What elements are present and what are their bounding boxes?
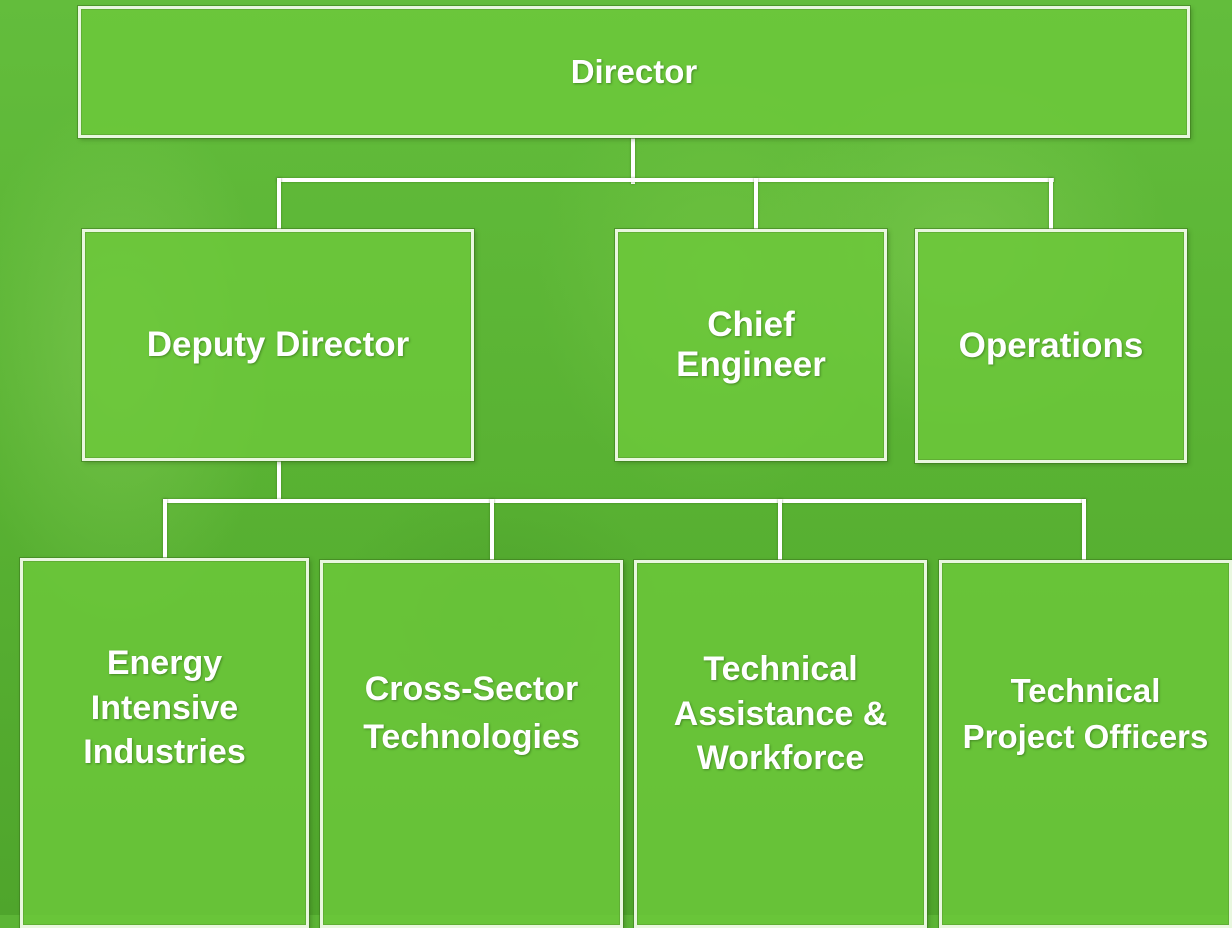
director-label: Director: [570, 53, 698, 91]
chief-engineer-label-line1: Chief: [707, 304, 795, 344]
division-box-energy-intensive-industries: Energy Intensive Industries: [19, 557, 310, 928]
division-1-label-line2: Intensive: [90, 688, 239, 727]
chief-engineer-label-line2: Engineer: [676, 345, 826, 384]
division-2-label-line2: Technologies: [363, 718, 580, 756]
division-1-label-line3: Industries: [83, 733, 246, 772]
connector-deputy-up: [277, 178, 281, 230]
division-box-technical-project-officers: Technical Project Officers: [938, 559, 1232, 928]
division-3-label-line1: Technical: [703, 649, 858, 688]
chief-engineer-box: Chief Engineer: [614, 228, 888, 462]
connector-division1-up: [163, 499, 167, 559]
connector-level1-horizontal: [277, 178, 1054, 182]
division-2-label-line1: Cross-Sector: [364, 670, 579, 709]
division-4-label-line1: Technical: [1010, 671, 1161, 709]
connector-director-down: [631, 136, 635, 184]
division-box-cross-sector-technologies: Cross-Sector Technologies: [319, 559, 624, 928]
operations-label: Operations: [958, 325, 1144, 365]
division-1-label-line1: Energy: [106, 643, 223, 682]
connector-division3-up: [778, 499, 782, 561]
division-3-label-line3: Workforce: [696, 739, 865, 778]
connector-operations-up: [1049, 178, 1053, 230]
connector-division4-up: [1082, 499, 1086, 561]
operations-box: Operations: [914, 228, 1188, 464]
division-box-technical-assistance-workforce: Technical Assistance & Workforce: [633, 559, 928, 928]
director-box: Director: [77, 5, 1191, 139]
connector-division2-up: [490, 499, 494, 561]
deputy-director-box: Deputy Director: [81, 228, 475, 462]
connector-deputy-down: [277, 459, 281, 501]
connector-chief-up: [754, 178, 758, 230]
division-3-label-line2: Assistance &: [673, 694, 888, 733]
deputy-director-label: Deputy Director: [146, 324, 410, 364]
connector-level2-horizontal: [163, 499, 1086, 503]
division-4-label-line2: Project Officers: [962, 718, 1209, 755]
